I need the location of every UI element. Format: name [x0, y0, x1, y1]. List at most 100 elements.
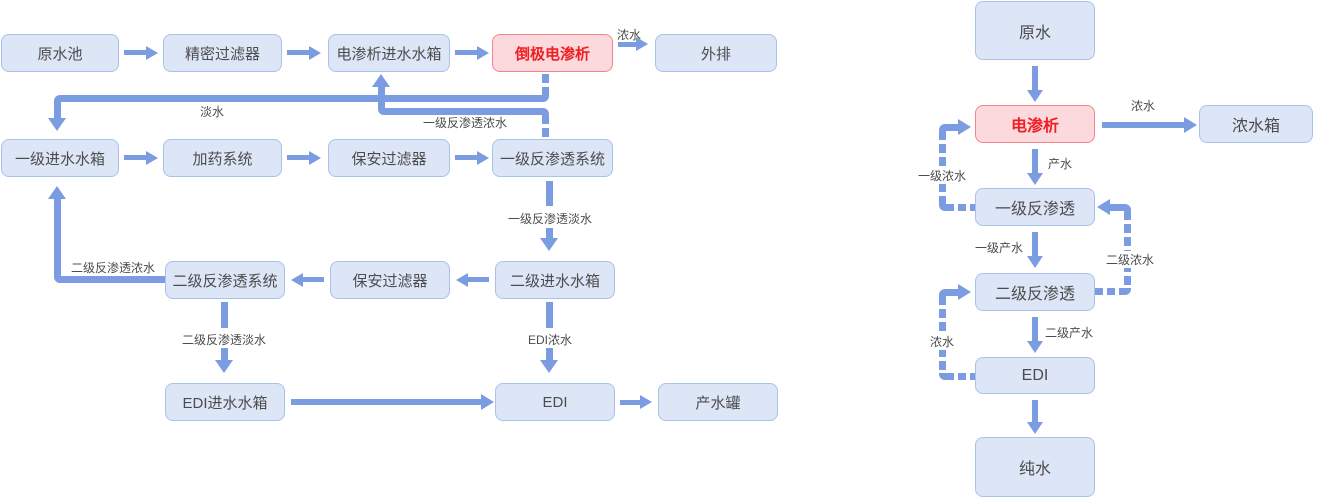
arrow-head-icon [1027, 90, 1043, 102]
node-stage2-feed-tank: 二级进水水箱 [495, 261, 615, 299]
flow-label-yiji-ro-danshui: 一级反渗透淡水 [507, 212, 593, 226]
pipe-arrowhead-icon [48, 186, 66, 199]
pipe-segment [54, 102, 61, 118]
pipe-segment [221, 302, 228, 328]
arrow-head-icon [456, 273, 468, 287]
arrow-head-icon [1027, 341, 1043, 353]
node-stage2-ro-right: 二级反渗透 [975, 273, 1095, 311]
flow-label-yiji-chanshui: 一级产水 [974, 241, 1024, 255]
flow-label-yiji-ro-nongshui: 一级反渗透浓水 [422, 116, 508, 130]
pipe-arrowhead-icon [48, 118, 66, 131]
arrow-head-icon [146, 151, 158, 165]
arrow-head-icon [1027, 256, 1043, 268]
arrow [1032, 400, 1038, 422]
arrow [287, 155, 309, 160]
node-security-filter-2: 保安过滤器 [330, 261, 450, 299]
node-security-filter-1: 保安过滤器 [328, 139, 450, 177]
arrow [1032, 317, 1038, 341]
pipe-segment [542, 74, 549, 95]
arrow-head-icon [1027, 422, 1043, 434]
pipe-elbow [542, 108, 549, 115]
flow-label-edi-nongshui-right: 浓水 [927, 333, 957, 350]
pipe-segment [54, 199, 61, 276]
pipe-elbow [939, 373, 946, 380]
flow-label-erji-ro-danshui: 二级反渗透淡水 [181, 333, 267, 347]
node-stage1-feed-tank: 一级进水水箱 [1, 139, 119, 177]
pipe-elbow [54, 95, 61, 102]
pipe-elbow [378, 108, 385, 115]
pipe-segment [546, 228, 553, 238]
pipe-arrowhead-icon [958, 284, 971, 300]
arrow [291, 399, 481, 405]
arrow [287, 50, 309, 55]
arrow-head-icon [1184, 117, 1197, 133]
pipe-segment [542, 115, 549, 139]
node-precision-filter: 精密过滤器 [163, 34, 282, 72]
node-discharge: 外排 [655, 34, 777, 72]
pipe-arrowhead-icon [372, 74, 390, 87]
pipe-segment [1110, 204, 1124, 211]
arrow [1102, 122, 1184, 128]
flow-label-yiji-nongshui: 一级浓水 [915, 167, 969, 184]
node-product-tank: 产水罐 [658, 383, 778, 421]
node-stage2-ro: 二级反渗透系统 [165, 261, 285, 299]
pipe-segment [1124, 211, 1131, 288]
arrow-head-icon [291, 273, 303, 287]
arrow-head-icon [309, 46, 321, 60]
node-dosing-system: 加药系统 [163, 139, 282, 177]
pipe-elbow [939, 124, 946, 131]
pipe-elbow [1124, 288, 1131, 295]
pipe-segment [1095, 288, 1124, 295]
pipe-arrowhead-icon [958, 119, 971, 135]
arrow [455, 50, 477, 55]
pipe-elbow [542, 95, 549, 102]
arrow-head-icon [481, 394, 494, 410]
pipe-elbow [1124, 204, 1131, 211]
node-stage1-ro-right: 一级反渗透 [975, 188, 1095, 226]
arrow [620, 400, 640, 405]
flow-label-chanshui: 产水 [1048, 157, 1073, 171]
arrow-head-icon [309, 151, 321, 165]
pipe-segment [385, 108, 542, 115]
arrow [455, 155, 477, 160]
pipe-segment [946, 204, 975, 211]
arrow [468, 277, 489, 282]
pipe-segment [61, 276, 165, 283]
arrow [124, 50, 146, 55]
pipe-segment [546, 302, 553, 328]
flow-label-nongshui-top: 浓水 [616, 28, 642, 42]
node-electrodialysis: 电渗析 [975, 105, 1095, 143]
flow-label-erji-chanshui: 二级产水 [1045, 326, 1094, 340]
pipe-elbow [939, 289, 946, 296]
pipe-segment [61, 95, 542, 102]
node-edi-feed-tank: EDI进水水箱 [165, 383, 285, 421]
pipe-arrowhead-icon [540, 238, 558, 251]
pipe-segment [221, 348, 228, 360]
arrow [1032, 66, 1038, 90]
pipe-segment [946, 289, 958, 296]
pipe-segment [946, 124, 958, 131]
node-raw-water: 原水 [975, 1, 1095, 60]
flow-label-nongshui: 浓水 [1130, 99, 1156, 113]
pipe-arrowhead-icon [540, 360, 558, 373]
node-edr: 倒极电渗析 [492, 34, 613, 72]
node-edi-right: EDI [975, 357, 1095, 394]
pipe-elbow [939, 204, 946, 211]
pipe-segment [546, 348, 553, 360]
node-concentrate-tank: 浓水箱 [1199, 105, 1313, 143]
arrow-head-icon [636, 37, 648, 51]
arrow [124, 155, 146, 160]
pipe-arrowhead-icon [1097, 199, 1110, 215]
node-pure-water: 纯水 [975, 437, 1095, 497]
node-ed-feed-tank: 电渗析进水水箱 [328, 34, 450, 72]
arrow-head-icon [640, 395, 652, 409]
arrow [303, 277, 324, 282]
arrow-head-icon [477, 46, 489, 60]
pipe-arrowhead-icon [215, 360, 233, 373]
pipe-segment [546, 181, 553, 206]
arrow [1032, 232, 1038, 256]
pipe-elbow [54, 276, 61, 283]
arrow-head-icon [477, 151, 489, 165]
arrow-head-icon [146, 46, 158, 60]
